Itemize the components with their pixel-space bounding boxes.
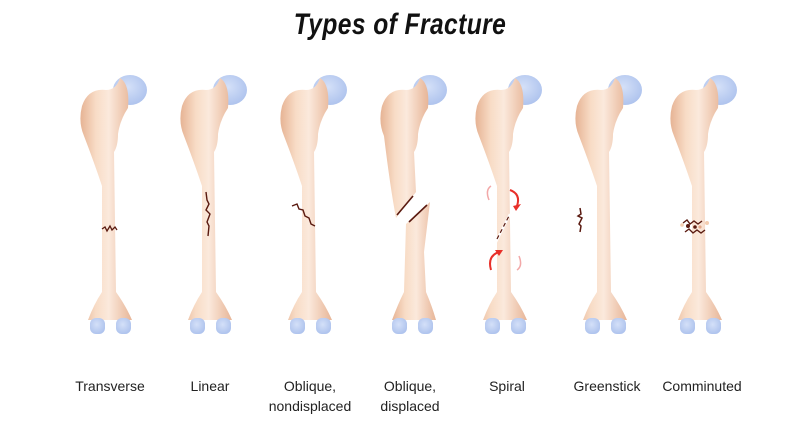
bone-oblique-displaced bbox=[360, 66, 460, 346]
bone-linear bbox=[160, 66, 260, 346]
bone-spiral bbox=[455, 66, 555, 346]
page-title: Types of Fracture bbox=[293, 8, 507, 41]
label-line-1: Oblique, bbox=[283, 378, 337, 394]
bone-greenstick bbox=[555, 66, 655, 346]
comminuted-fragments bbox=[680, 219, 709, 234]
label-comminuted: Comminuted bbox=[662, 378, 742, 394]
label-spiral: Spiral bbox=[489, 378, 525, 394]
bone-transverse bbox=[60, 66, 160, 346]
label-oblique-displaced: Oblique, displaced bbox=[350, 376, 470, 416]
linear-crack bbox=[205, 191, 211, 237]
rotation-arrow-top-icon bbox=[509, 189, 520, 207]
label-transverse: Transverse bbox=[75, 378, 145, 394]
label-line-2: nondisplaced bbox=[268, 398, 352, 414]
bone-comminuted bbox=[650, 66, 750, 346]
label-line-1: Oblique, bbox=[383, 378, 437, 394]
label-greenstick: Greenstick bbox=[573, 378, 641, 394]
label-oblique-nondisplaced: Oblique, nondisplaced bbox=[250, 376, 370, 416]
label-line-2: displaced bbox=[380, 398, 440, 414]
transverse-crack bbox=[101, 224, 118, 233]
bone-oblique-nondisplaced bbox=[260, 66, 360, 346]
oblique-crack bbox=[291, 203, 316, 227]
label-linear: Linear bbox=[190, 378, 230, 394]
greenstick-crack bbox=[576, 207, 584, 233]
